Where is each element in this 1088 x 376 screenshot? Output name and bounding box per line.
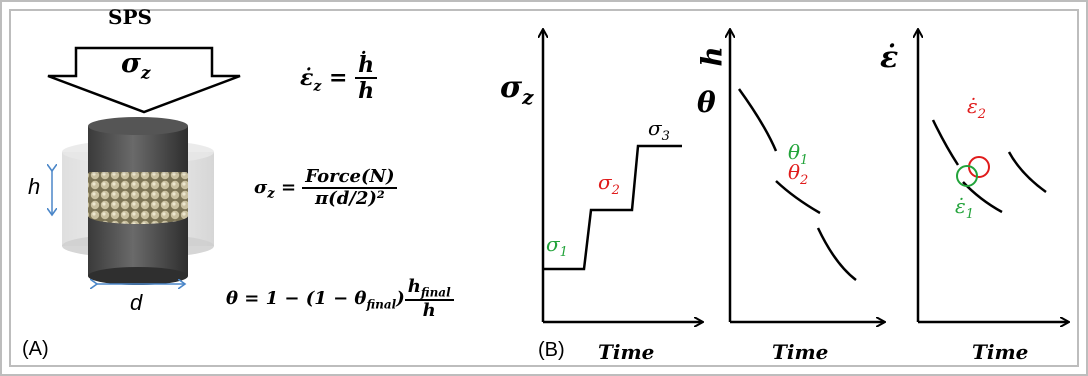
equation-stress: σz = Force(N)π(d/2)²: [254, 167, 398, 209]
density-curves: [737, 88, 857, 281]
plot-density-ylabel-theta: θ: [697, 86, 716, 119]
plot-strain-rate-xlabel: Time: [972, 340, 1029, 364]
panel-b-label: (B): [538, 339, 565, 361]
press-stress-symbol: σz: [121, 48, 151, 84]
plot-strain-rate-ylabel: ε̇: [880, 40, 899, 75]
density-curve-label-2: θ2: [788, 160, 809, 188]
sps-label: SPS: [108, 5, 152, 29]
marker-strain-rate-1: [956, 165, 978, 187]
strain-rate-label-2: ε̇2: [967, 94, 987, 122]
sps-press-arrow: [47, 46, 241, 114]
plot-density-xlabel: Time: [772, 340, 829, 364]
height-label: h: [28, 174, 41, 199]
plot-density-ylabel-h: h: [695, 46, 729, 67]
density-curve-label-1: θ1: [788, 140, 809, 168]
stress-level-3: σ3: [648, 116, 670, 144]
plot-stress-axes: [543, 30, 702, 322]
sps-die: [62, 117, 214, 285]
stress-step-curve: [543, 144, 682, 271]
diameter-label: d: [130, 290, 143, 315]
stress-level-1: σ1: [546, 232, 568, 260]
panel-a-label: (A): [22, 338, 49, 360]
plot-density-axes: [730, 30, 884, 322]
plot-stress-xlabel: Time: [598, 340, 655, 364]
plot-strain-rate-axes: [918, 30, 1068, 322]
stress-level-2: σ2: [598, 170, 620, 198]
strain-rate-label-1: ε̇1: [955, 194, 975, 222]
plot-stress-ylabel: σz: [500, 70, 534, 109]
